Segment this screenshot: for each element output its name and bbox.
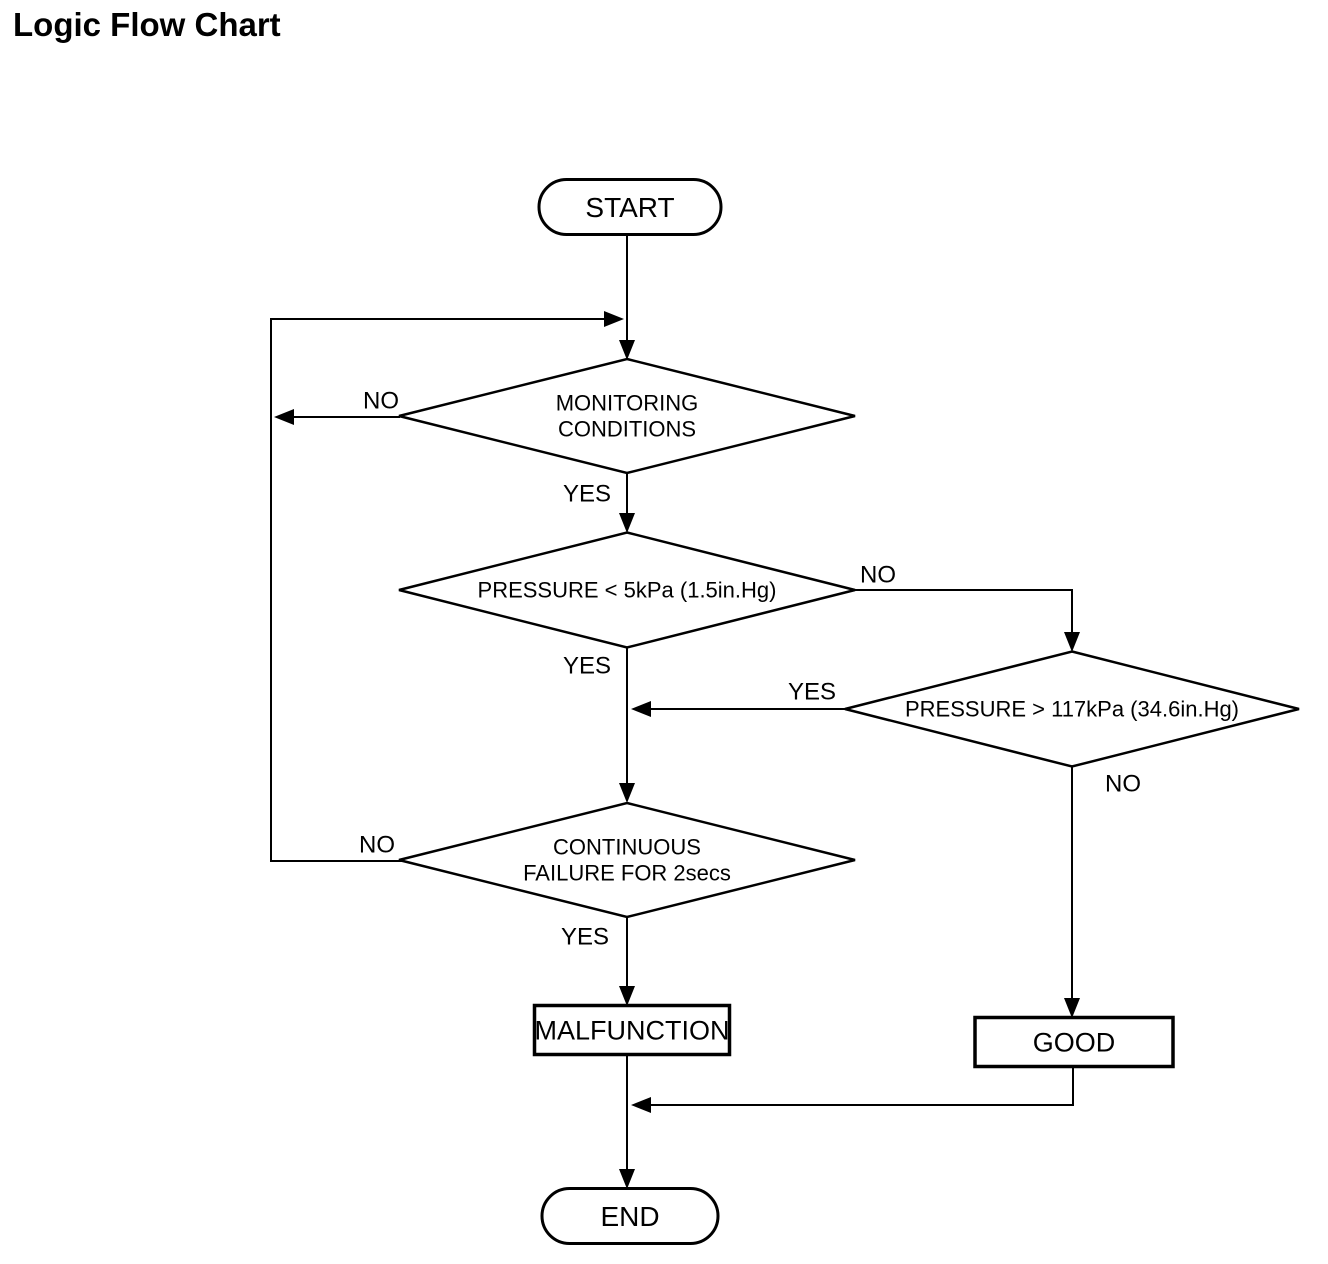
edge-loop-return — [270, 318, 606, 862]
page-title: Logic Flow Chart — [13, 6, 281, 43]
label-pressure-low-yes: YES — [563, 652, 611, 679]
node-malfunction — [532, 1003, 732, 1057]
label-continuous-failure-yes: YES — [561, 923, 609, 950]
node-start-label: START — [585, 192, 674, 223]
edge-start-to-monitoring-arrowhead — [619, 340, 635, 360]
edge-continuous-failure-yes-arrowhead — [619, 986, 635, 1006]
edge-monitoring-yes-arrowhead — [619, 513, 635, 533]
node-malfunction-label: MALFUNCTION — [535, 1015, 730, 1045]
label-monitoring-yes: YES — [563, 480, 611, 507]
edge-pressure-low-no-arrowhead — [1064, 632, 1080, 652]
edge-pressure-high-no-arrowhead — [1064, 998, 1080, 1018]
node-continuous-failure — [398, 801, 856, 919]
node-pressure-low-label: PRESSURE < 5kPa (1.5in.Hg) — [478, 578, 777, 603]
edge-monitoring-no-arrowhead — [274, 409, 294, 425]
edge-malfunction-to-end-arrowhead — [619, 1169, 635, 1189]
node-good — [973, 1015, 1175, 1069]
node-end-label: END — [600, 1201, 659, 1232]
node-end — [540, 1187, 720, 1245]
node-pressure-low — [398, 531, 856, 649]
edge-good-to-junction — [649, 1067, 1074, 1106]
node-monitoring — [398, 357, 856, 475]
node-pressure-high — [844, 650, 1300, 768]
node-start — [537, 178, 723, 236]
label-pressure-high-no: NO — [1105, 770, 1141, 797]
node-pressure-high-label: PRESSURE > 117kPa (34.6in.Hg) — [905, 697, 1239, 722]
label-pressure-high-yes: YES — [788, 678, 836, 705]
edge-good-to-junction-arrowhead — [631, 1097, 651, 1113]
edge-pressure-low-no — [853, 589, 1073, 634]
label-continuous-failure-no: NO — [359, 831, 395, 858]
node-good-label: GOOD — [1033, 1027, 1116, 1057]
edge-pressure-low-yes-arrowhead — [619, 783, 635, 803]
edge-loop-return-arrowhead — [604, 311, 624, 327]
edge-pressure-high-yes-arrowhead — [631, 701, 651, 717]
label-pressure-low-no: NO — [860, 561, 896, 588]
label-monitoring-no: NO — [363, 387, 399, 414]
